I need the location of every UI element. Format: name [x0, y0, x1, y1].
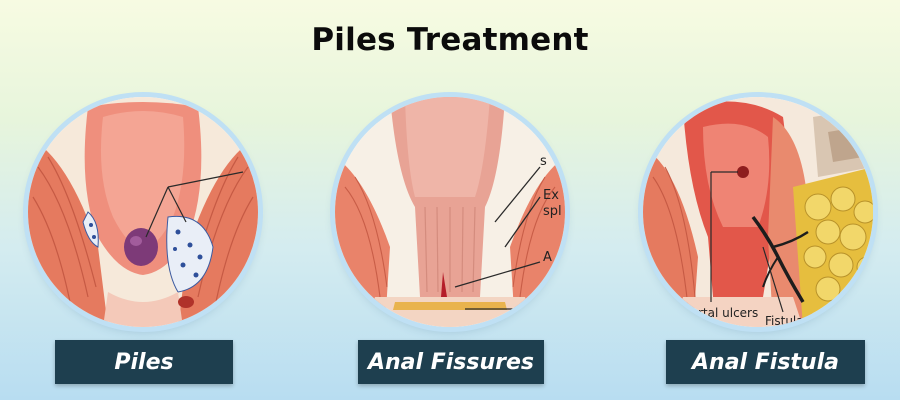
anal-fissures-illustration: s Ex spl A: [335, 97, 565, 327]
anal-fistula-label: Anal Fistula: [666, 340, 865, 384]
annotation-a: A: [543, 250, 552, 265]
annotation-fistula: Fistula: [765, 314, 804, 327]
anal-fissures-illustration-card: s Ex spl A: [335, 97, 565, 327]
piles-illustration: [28, 97, 258, 327]
piles-label: Piles: [55, 340, 233, 384]
annotation-s: s: [540, 154, 547, 169]
anal-fistula-illustration-card: rtal ulcers Fistula: [643, 97, 873, 327]
anal-fissures-label: Anal Fissures: [358, 340, 544, 384]
piles-illustration-card: [28, 97, 258, 327]
annotation-spl: spl: [543, 204, 562, 219]
anal-fistula-illustration: rtal ulcers Fistula: [643, 97, 873, 327]
annotation-rectal-ulcers: rtal ulcers: [698, 306, 758, 320]
annotation-ex: Ex: [543, 188, 559, 203]
page-title: Piles Treatment: [311, 22, 589, 58]
